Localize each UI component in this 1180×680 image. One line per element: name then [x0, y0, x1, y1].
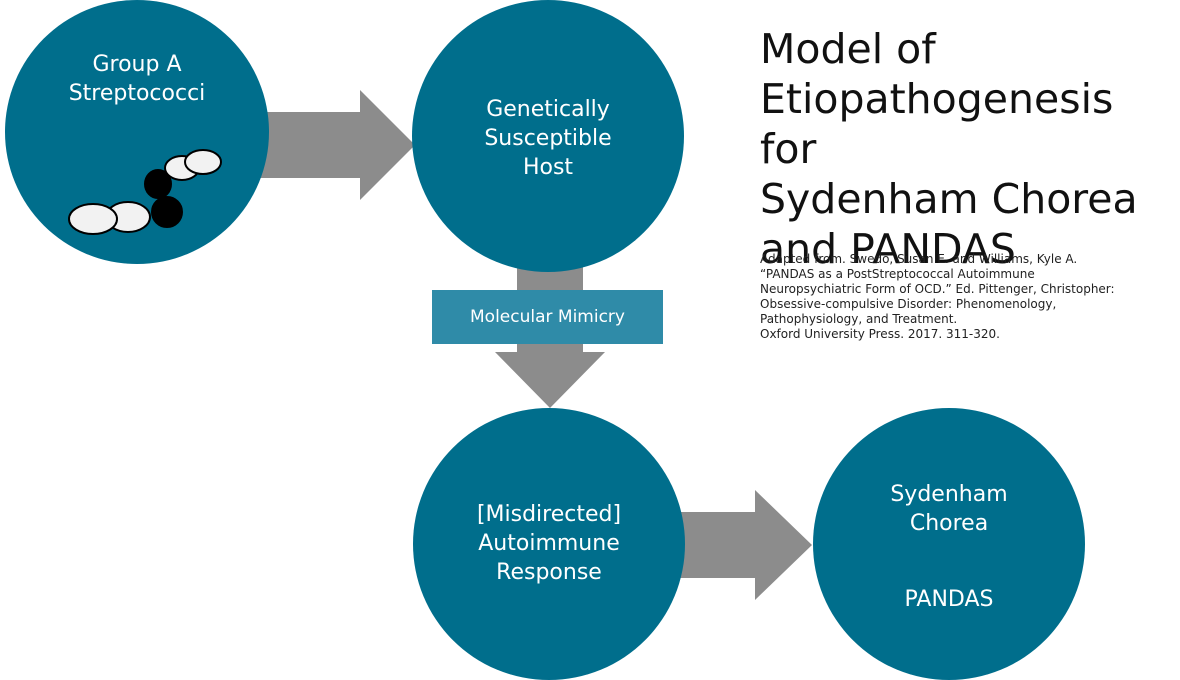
title-line: Sydenham Chorea — [760, 175, 1138, 223]
title-line: Etiopathogenesis for — [760, 75, 1114, 173]
bacterium-white — [184, 149, 222, 175]
edge-label-molecular-mimicry: Molecular Mimicry — [432, 290, 663, 344]
title-line: Model of — [760, 25, 936, 73]
page-title: Model of Etiopathogenesis for Sydenham C… — [760, 24, 1180, 274]
citation-line: “PANDAS as a PostStreptococcal Autoimmun… — [760, 267, 1035, 281]
arrow-shape — [660, 490, 812, 600]
citation-line: Obsessive-compulsive Disorder: Phenomeno… — [760, 297, 1057, 311]
bacterium-white — [68, 203, 118, 235]
citation-line: Pathophysiology, and Treatment. — [760, 312, 958, 326]
node-label-line: Autoimmune — [478, 531, 620, 556]
arrow-shape — [260, 90, 415, 200]
node-misdirected-autoimmune-response: [Misdirected] Autoimmune Response — [413, 408, 685, 680]
node-label-secondary: PANDAS — [904, 587, 994, 612]
title-line: and PANDAS — [760, 225, 1016, 273]
node-genetically-susceptible-host: Genetically Susceptible Host — [412, 0, 684, 272]
node-label-line: Streptococci — [68, 81, 206, 106]
bacterium-black — [151, 196, 183, 228]
citation: Adapted from. Swedo, Susan E. and Willia… — [760, 252, 1170, 342]
node-label-line: Chorea — [909, 511, 989, 536]
node-label-line: Group A — [92, 52, 182, 77]
bacterium-black — [144, 169, 172, 199]
citation-line: Adapted from. Swedo, Susan E. and Willia… — [760, 252, 1078, 266]
node-label-line: [Misdirected] — [476, 502, 622, 527]
arrow-strep-to-host — [260, 90, 415, 200]
node-label-line: Sydenham — [890, 482, 1008, 507]
node-label-line: Genetically — [486, 97, 610, 122]
node-label-line: Host — [522, 155, 574, 180]
node-label-line: Response — [496, 560, 602, 585]
node-group-a-streptococci: Group A Streptococci — [5, 0, 269, 264]
citation-line: Oxford University Press. 2017. 311-320. — [760, 327, 1000, 341]
node-sydenham-chorea-pandas: Sydenham Chorea PANDAS — [813, 408, 1085, 680]
streptococci-chain-icon — [68, 149, 222, 235]
node-label-line: Susceptible — [484, 126, 612, 151]
citation-line: Neuropsychiatric Form of OCD.” Ed. Pitte… — [760, 282, 1115, 296]
arrow-response-to-outcome — [660, 490, 812, 600]
